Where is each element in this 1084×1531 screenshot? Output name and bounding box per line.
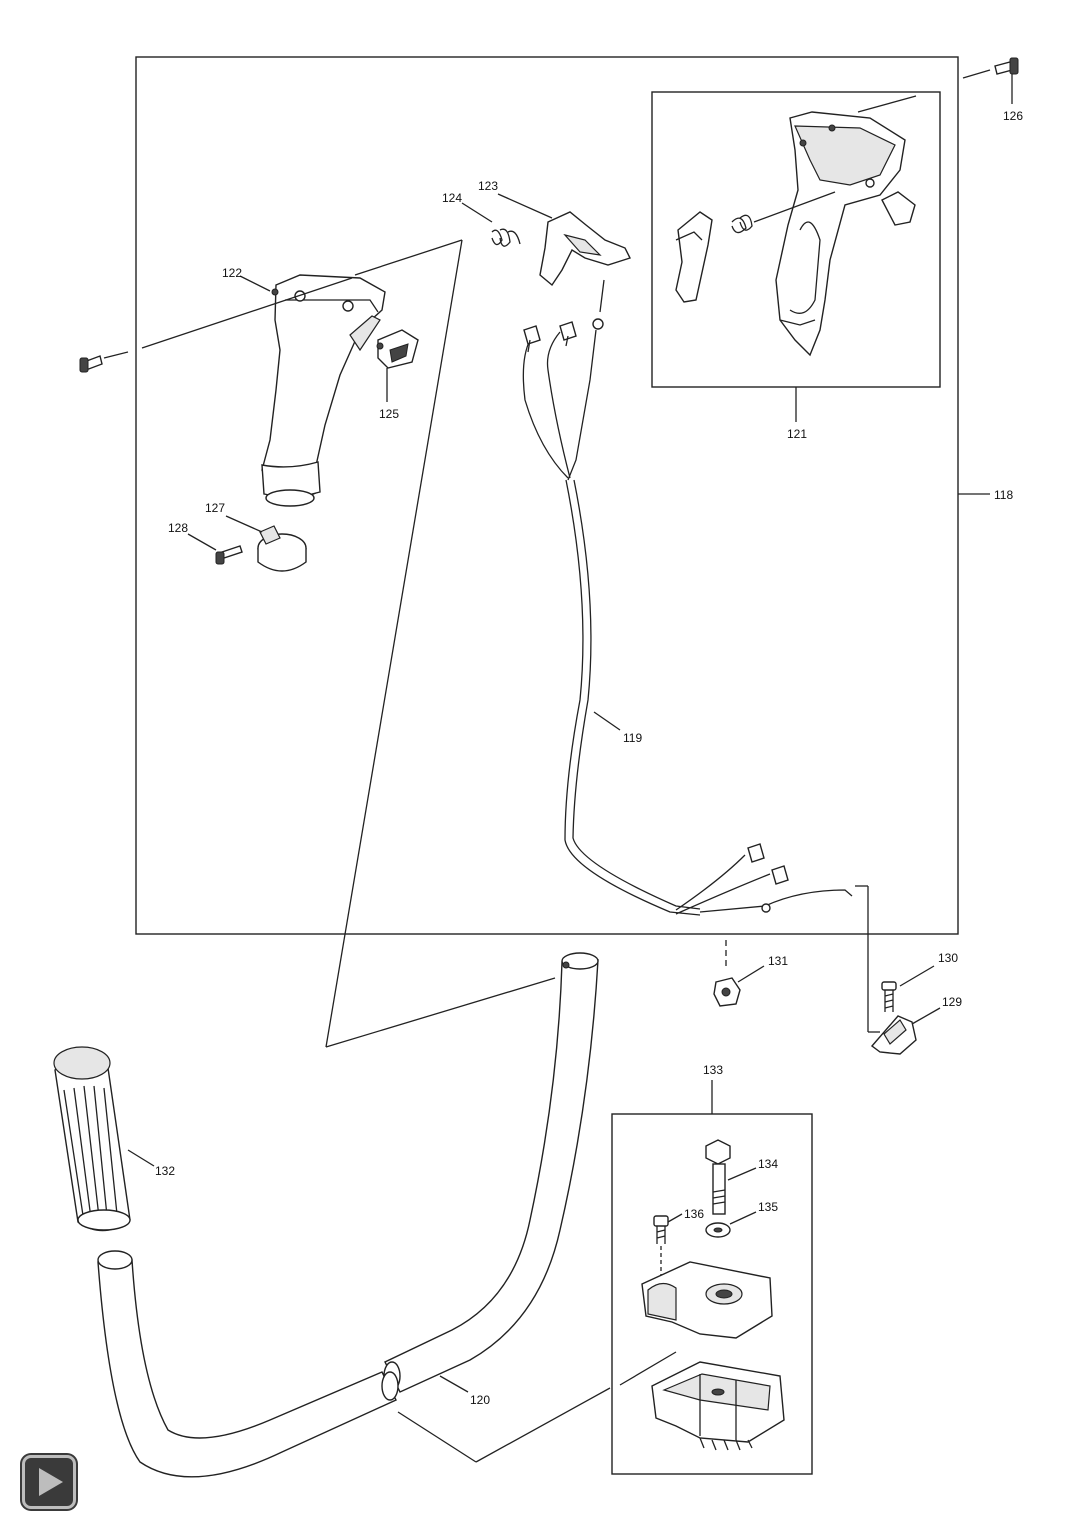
label-125: 125: [379, 407, 399, 421]
handle-half-122: [79, 274, 386, 507]
bracket-129: [855, 885, 941, 1055]
label-123: 123: [478, 179, 498, 193]
washer-135: [705, 1211, 757, 1238]
label-121: 121: [787, 427, 807, 441]
throttle-cable-119: [522, 279, 853, 916]
screw-128: [187, 533, 243, 565]
label-131: 131: [768, 954, 788, 968]
label-118: 118: [994, 488, 1013, 502]
label-126: 126: [1003, 109, 1023, 123]
label-128: 128: [168, 521, 188, 535]
screw-130: [881, 965, 935, 1012]
trigger-123: [497, 193, 631, 287]
clamp-lower: [651, 1361, 785, 1451]
grip-132: [53, 1046, 155, 1232]
label-122: 122: [222, 266, 242, 280]
spring-124: [461, 202, 521, 247]
label-127: 127: [205, 501, 225, 515]
play-icon: [39, 1468, 63, 1496]
label-129: 129: [942, 995, 962, 1009]
play-button[interactable]: [22, 1455, 76, 1509]
clamp-upper: [641, 1261, 773, 1339]
label-124: 124: [442, 191, 462, 205]
label-133: 133: [703, 1063, 723, 1077]
label-134: 134: [758, 1157, 778, 1171]
nut-131: [713, 940, 765, 1007]
bolt-134: [705, 1139, 757, 1215]
label-135: 135: [758, 1200, 778, 1214]
switch-125: [376, 329, 419, 402]
label-136: 136: [684, 1207, 704, 1221]
handlebar-tube-120: [97, 952, 611, 1478]
label-119: 119: [623, 731, 642, 745]
label-130: 130: [938, 951, 958, 965]
screw-126: [962, 57, 1019, 104]
label-132: 132: [155, 1164, 175, 1178]
label-120: 120: [470, 1393, 490, 1407]
handle-housing-121: [675, 95, 917, 357]
screw-136: [653, 1213, 683, 1276]
clamp-127: [225, 515, 307, 572]
assembly-frame-118: [135, 56, 959, 935]
